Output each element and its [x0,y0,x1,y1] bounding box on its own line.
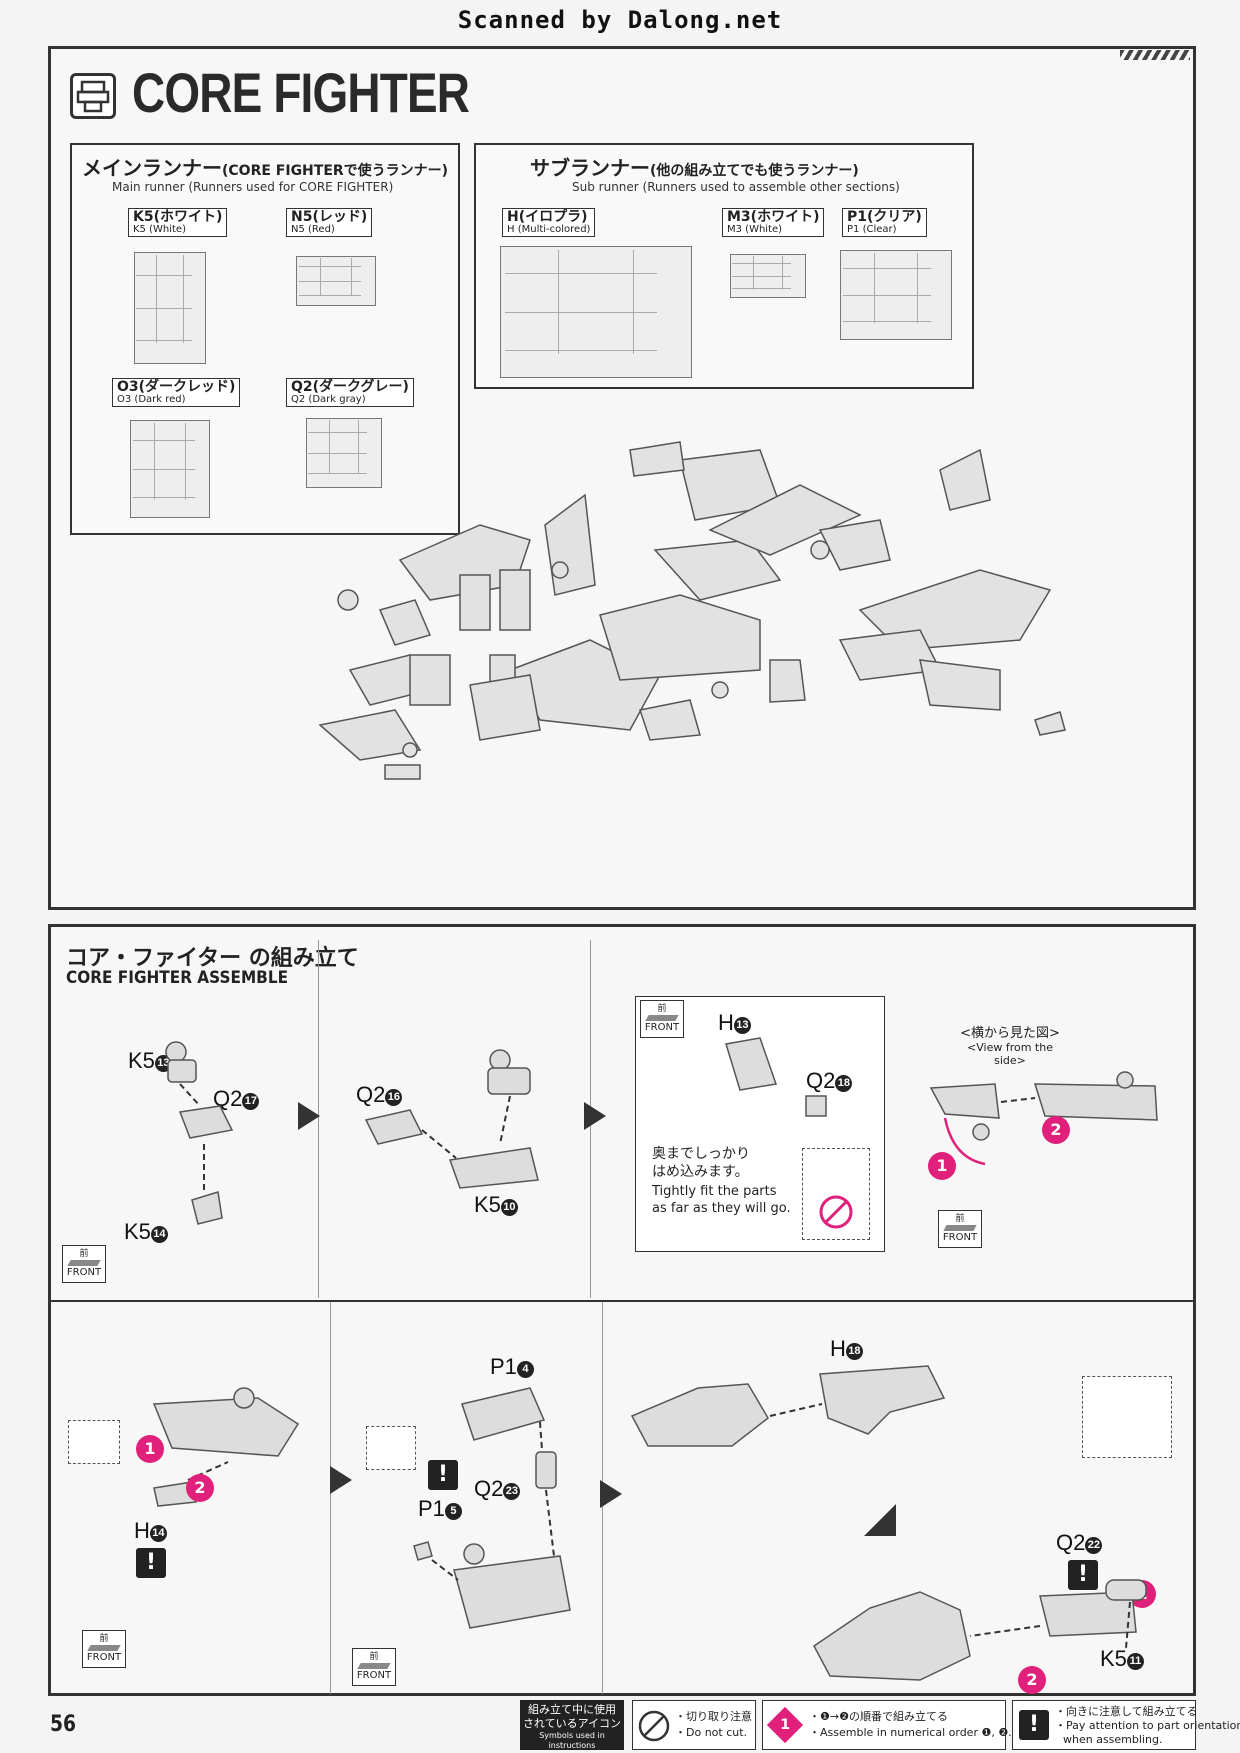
legend-heading: 組み立て中に使用 されているアイコン Symbols used in instr… [520,1700,624,1750]
legend-orientation: ! ・向きに注意して組み立てる ・Pay attention to part o… [1012,1700,1240,1750]
step-marker-2: 2 [1042,1116,1070,1144]
order-icon: 1 [766,1706,804,1744]
step2-parts-drawing [364,1049,539,1189]
orientation-warning-icon: ! [136,1548,166,1578]
step-marker-2: 2 [1018,1666,1046,1694]
orientation-warning-icon: ! [1068,1560,1098,1590]
step3-parts-drawing [725,1037,827,1117]
step-marker-1: 1 [928,1152,956,1180]
sub-runner-title: サブランナー(他の組み立てでも使うランナー) [530,156,859,180]
result-arrow [864,1504,896,1536]
runner-image-o3 [130,420,210,518]
runner-label-p1: P1(クリア)P1 (Clear) [842,208,927,238]
tip-text-jp-2: はめ込みます。 [652,1164,749,1180]
next-step-arrow [584,1102,606,1130]
do-not-cut-icon [638,1710,670,1742]
orientation-detail [366,1426,416,1470]
runner-image-n5 [296,256,376,306]
step3-side-view-drawing [929,1071,1158,1166]
orientation-warning-icon: ! [428,1460,458,1490]
step-marker-1: 1 [136,1435,164,1463]
detail-view [1082,1376,1172,1458]
orientation-detail [68,1420,120,1464]
core-fighter-icon [70,73,116,119]
runner-image-m3 [730,254,806,298]
step6-final-drawing [813,1579,1147,1681]
main-runner-subtitle: Main runner (Runners used for CORE FIGHT… [112,180,394,194]
corner-stripes [1120,50,1190,60]
runner-image-h [500,246,692,378]
next-step-arrow [600,1480,622,1508]
main-runner-title: メインランナー(CORE FIGHTERで使うランナー) [82,156,449,180]
runner-label-m3: M3(ホワイト)M3 (White) [722,208,825,238]
orientation-warning-icon: ! [1019,1710,1049,1740]
runner-label-k5: K5(ホワイト)K5 (White) [128,208,228,238]
runner-image-p1 [840,250,952,340]
tip-text-en-1: Tightly fit the parts [652,1184,777,1199]
row-divider [50,1300,1194,1302]
legend-do-not-cut: ・切り取り注意 ・Do not cut. [632,1700,756,1750]
assembly-heading-en: CORE FIGHTER ASSEMBLE [66,968,289,988]
runner-label-h: H(イロプラ)H (Multi-colored) [502,208,596,238]
page-number: 56 [50,1712,77,1737]
tip-text-en-2: as far as they will go. [652,1201,791,1216]
tip-text-jp-1: 奥までしっかり [652,1146,750,1162]
runner-image-k5 [134,252,206,364]
legend-numerical-order: 1 ・❶→❷の順番で組み立てる ・Assemble in numerical o… [762,1700,1019,1750]
exploded-parts-illustration [318,441,1066,780]
assembly-panel [48,924,1196,1696]
step-marker-2: 2 [186,1474,214,1502]
step5-parts-drawing [413,1387,571,1629]
do-not-cut-icon [819,1195,853,1229]
next-step-arrow [298,1102,320,1130]
page-title: CORE FIGHTER [132,61,470,124]
runner-image-q2 [306,418,382,488]
step4-parts-drawing [152,1387,300,1507]
runner-label-o3: O3(ダークレッド)O3 (Dark red) [112,378,241,408]
column-divider [330,1302,331,1694]
step1-parts-drawing [165,1041,234,1225]
runner-label-q2: Q2(ダークグレー)Q2 (Dark gray) [286,378,414,408]
next-step-arrow [330,1466,352,1494]
scan-credit: Scanned by Dalong.net [457,6,783,34]
sub-runner-subtitle: Sub runner (Runners used to assemble oth… [572,180,900,194]
step6-parts-drawing [630,1365,946,1447]
side-view-label: <横から見た図> <View from the side> [960,1026,1060,1067]
assembly-heading-jp: コア・ファイター の組み立て [66,946,359,971]
runner-label-n5: N5(レッド)N5 (Red) [286,208,373,238]
